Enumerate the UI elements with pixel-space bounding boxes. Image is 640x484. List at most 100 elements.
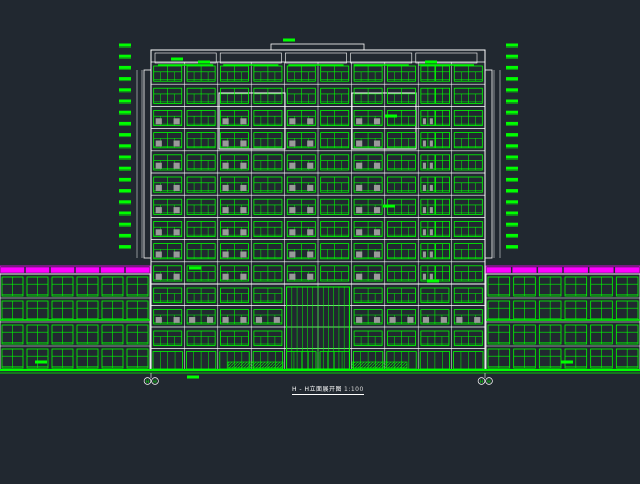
glazing-panel (373, 317, 381, 323)
level-text-block (119, 54, 131, 58)
window (186, 110, 216, 127)
window (420, 243, 436, 260)
level-text-block (506, 233, 518, 237)
window (186, 330, 216, 346)
window (590, 300, 613, 321)
annex-roof-panel (0, 267, 25, 273)
window (420, 330, 450, 346)
window (420, 65, 436, 82)
glazing-panel (373, 118, 381, 125)
glazing-panel (155, 207, 162, 214)
window (387, 65, 416, 82)
window (387, 220, 416, 237)
glazing-panel (173, 140, 180, 147)
window (590, 276, 613, 297)
glazing-panel (429, 184, 433, 191)
window (101, 324, 124, 345)
annotation-tag (283, 38, 295, 42)
window (286, 65, 316, 82)
glazing-panel (474, 317, 481, 323)
window (220, 132, 249, 149)
window (253, 330, 283, 346)
level-text-block (119, 177, 131, 181)
level-mark (119, 65, 131, 70)
level-text-block (119, 200, 131, 204)
axis-bubble (151, 377, 159, 385)
entrance-canopy (351, 361, 408, 369)
window (153, 176, 183, 193)
glazing-panel (356, 229, 363, 236)
window (453, 220, 483, 237)
window (286, 110, 316, 127)
window (286, 198, 316, 215)
window (513, 348, 536, 369)
glazing-panel (373, 207, 381, 214)
level-mark (506, 65, 518, 70)
level-text-block (506, 211, 518, 215)
window (353, 176, 383, 193)
glazing-panel (429, 118, 433, 125)
window (590, 324, 613, 345)
window (153, 110, 183, 127)
window (353, 287, 383, 303)
annex-roof-panel (25, 267, 50, 273)
level-mark (506, 77, 518, 82)
window (353, 110, 383, 127)
glazing-panel (173, 229, 180, 236)
window (353, 220, 383, 237)
window (153, 154, 183, 171)
window (320, 110, 350, 127)
level-mark (506, 144, 518, 149)
window (220, 198, 249, 215)
axis-bubble (485, 377, 493, 385)
glazing-panel (173, 273, 180, 280)
level-mark (119, 233, 131, 238)
level-text-block (506, 88, 518, 92)
window (186, 176, 216, 193)
window (453, 309, 483, 325)
window (220, 243, 249, 260)
level-mark (506, 43, 518, 48)
glazing-panel (422, 118, 426, 125)
level-mark (506, 110, 518, 115)
window (387, 132, 416, 149)
window (253, 243, 283, 260)
window (564, 348, 588, 369)
window (320, 198, 350, 215)
level-text-block (119, 189, 131, 193)
window (420, 110, 436, 127)
tower-side-wing (143, 69, 152, 259)
annex-roof-panel (615, 267, 640, 273)
window (453, 243, 483, 260)
window (101, 348, 124, 369)
window (126, 300, 149, 321)
window (435, 265, 450, 282)
window (564, 276, 588, 297)
annex-roof-panel (486, 267, 511, 273)
level-mark (119, 222, 131, 227)
window (435, 110, 450, 127)
drawing-scale: 1:100 (344, 386, 364, 393)
glazing-panel (307, 229, 314, 236)
window (435, 65, 450, 82)
glazing-panel (155, 184, 162, 191)
window (126, 324, 149, 345)
glazing-panel (307, 207, 314, 214)
annotation-tag (189, 266, 201, 270)
level-mark (119, 99, 131, 104)
annotation-tag (187, 375, 199, 379)
window (353, 330, 383, 346)
roof-parapet-box (154, 52, 217, 64)
window (26, 276, 49, 297)
axis-label: H (480, 379, 483, 385)
glazing-panel (222, 229, 229, 236)
level-mark (119, 200, 131, 205)
glazing-panel (255, 317, 263, 323)
glazing-panel (422, 207, 426, 214)
window (320, 265, 350, 282)
window (186, 65, 216, 82)
window (387, 265, 416, 282)
glazing-panel (422, 229, 426, 236)
